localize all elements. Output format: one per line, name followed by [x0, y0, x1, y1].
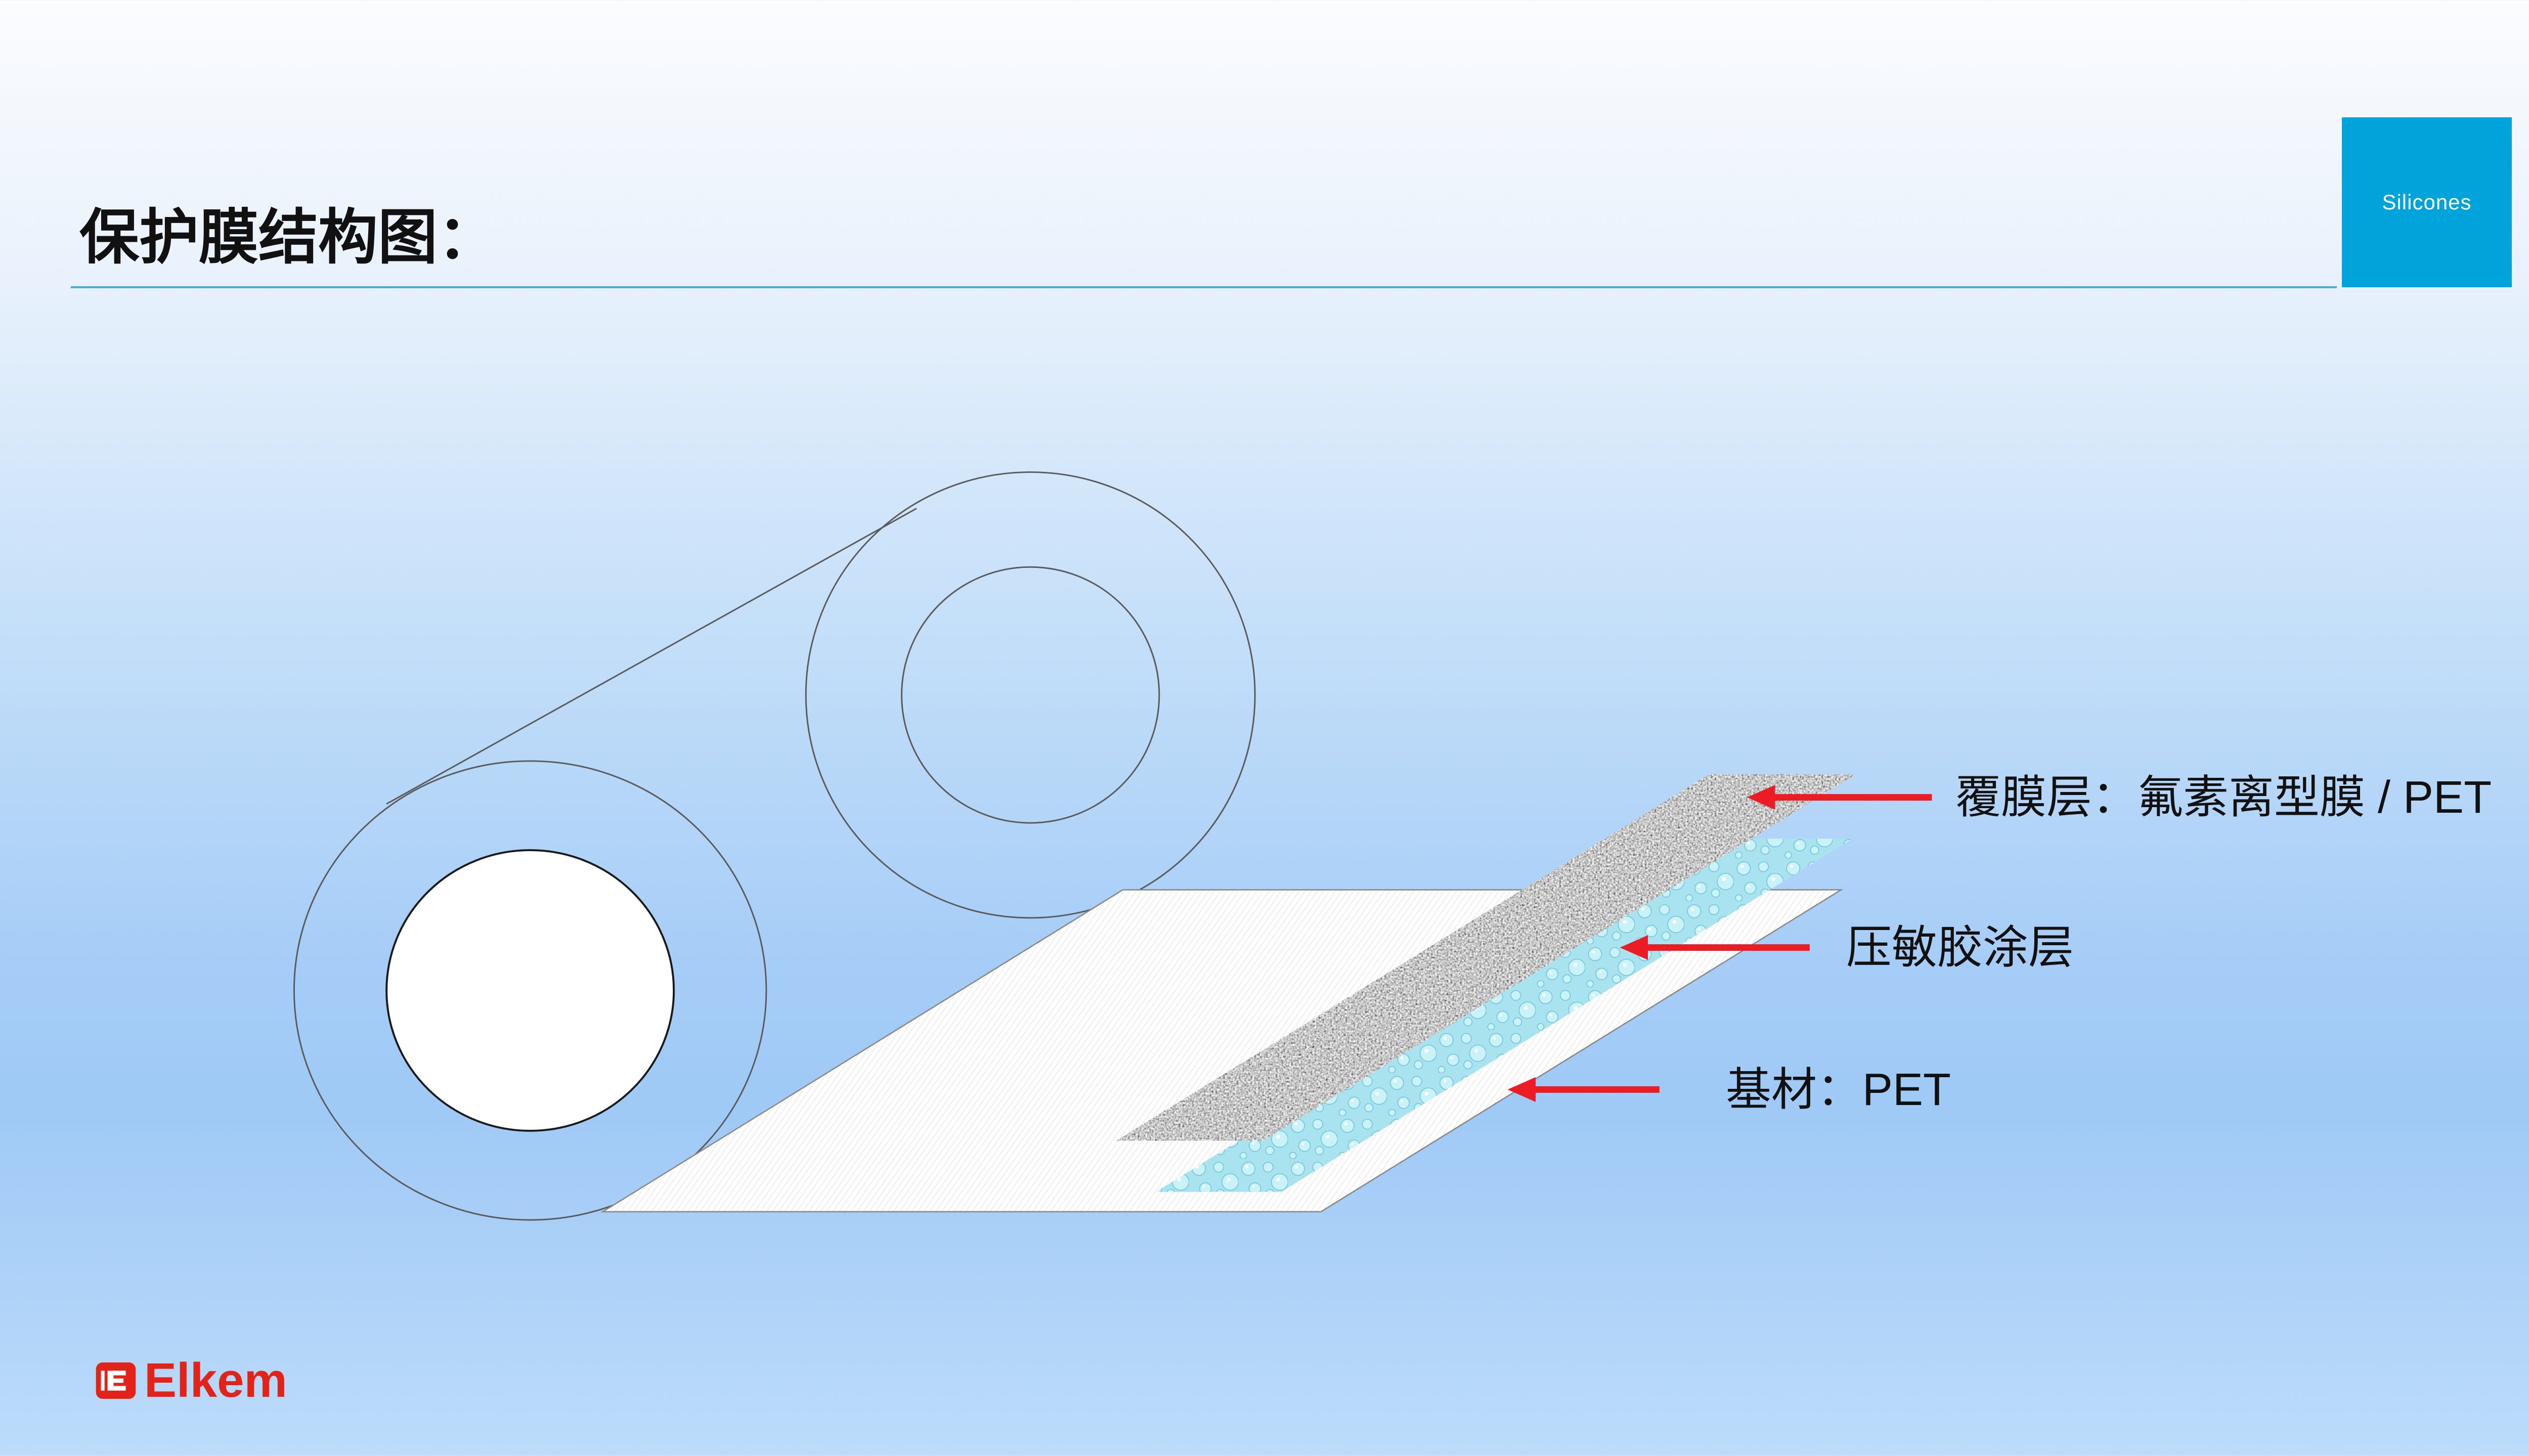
arrow-adhesive-head [1620, 935, 1648, 960]
arrow-release-film [1747, 785, 1932, 810]
label-release-film: 覆膜层：氟素离型膜 / PET [1955, 772, 2492, 823]
silicones-tag: Silicones [2342, 117, 2512, 287]
front-roll-outer [293, 760, 767, 1221]
arrow-substrate-head [1507, 1077, 1536, 1102]
elkem-logo-text: Elkem [144, 1353, 287, 1407]
title-underline [71, 286, 2337, 288]
slide-title: 保护膜结构图： [79, 204, 498, 271]
roll-tangent-line [386, 508, 917, 805]
back-roll-outer [805, 471, 1256, 919]
elkem-logo: Elkem [96, 1356, 287, 1405]
label-adhesive-coating: 压敏胶涂层 [1846, 922, 2074, 973]
arrow-adhesive [1620, 935, 1810, 960]
arrow-release-film-head [1747, 785, 1775, 810]
silicones-tag-label: Silicones [2382, 190, 2472, 214]
elkem-logo-icon [96, 1362, 136, 1399]
release-film-layer [1116, 774, 1856, 1141]
arrow-substrate [1507, 1077, 1660, 1102]
adhesive-coating-layer [1156, 839, 1853, 1192]
label-substrate: 基材：PET [1726, 1065, 1951, 1115]
front-roll-core [385, 849, 675, 1132]
back-roll-core [901, 566, 1160, 824]
